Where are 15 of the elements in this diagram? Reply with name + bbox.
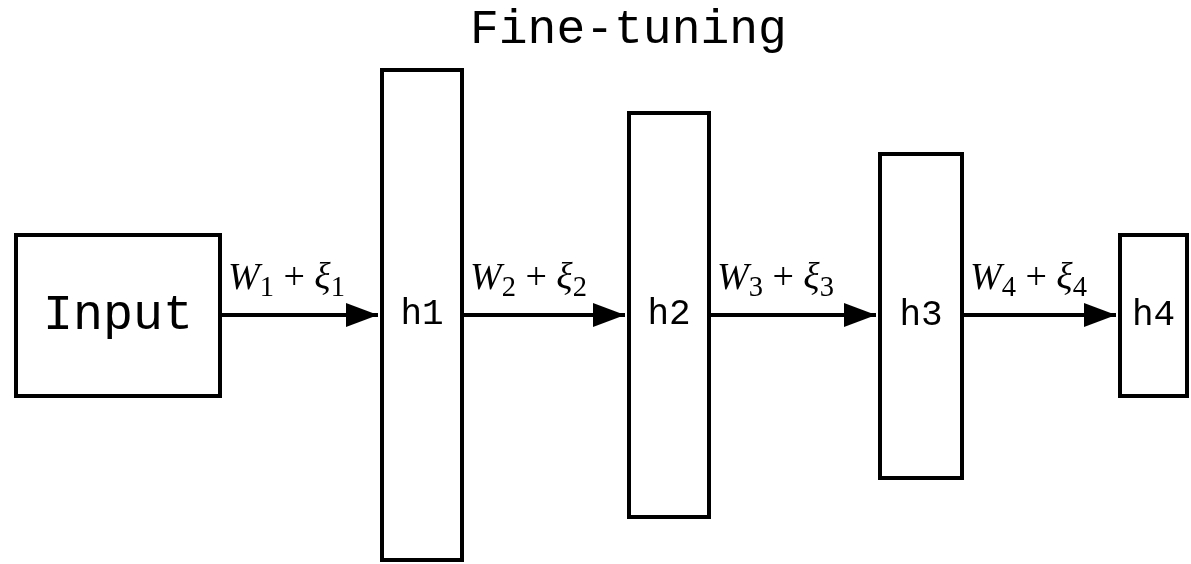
arrow bbox=[711, 303, 876, 327]
node-label: h2 bbox=[647, 297, 691, 333]
layer-box bbox=[878, 152, 964, 480]
node-label: h1 bbox=[400, 297, 444, 333]
node-label: h3 bbox=[899, 298, 943, 334]
arrow bbox=[222, 303, 378, 327]
diagram-title: Fine-tuning bbox=[470, 6, 787, 54]
node-label: h4 bbox=[1131, 297, 1176, 334]
layer-box bbox=[627, 111, 711, 519]
layer-box bbox=[14, 233, 222, 398]
layer-box bbox=[380, 68, 464, 562]
node-label: Input bbox=[43, 290, 193, 341]
layer-box bbox=[1118, 233, 1189, 398]
arrow bbox=[464, 303, 625, 327]
arrow bbox=[964, 303, 1116, 327]
